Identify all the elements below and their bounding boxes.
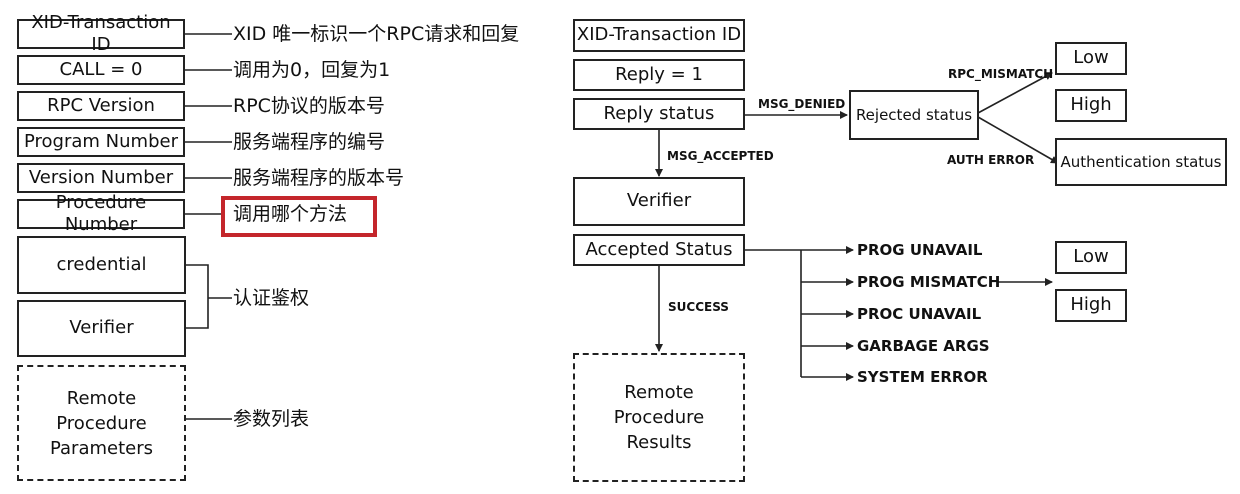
msg-denied-label: MSG_DENIED [758,97,846,111]
field-procedure-number: Procedure Number [17,192,185,235]
status-proc-unavail: PROC UNAVAIL [857,305,982,323]
field-procedure-number-label: Procedure Number [55,191,147,236]
field-version-number-label: Version Number [28,166,174,188]
auth-error-label: AUTH ERROR [947,153,1035,167]
status-garbage-args: GARBAGE ARGS [857,337,990,355]
field-call-label: CALL = 0 [59,58,143,80]
verifier-box: Verifier [573,177,745,226]
rejected-high-label: High [1070,94,1112,116]
results-box: Remote Procedure Results [573,353,745,482]
mismatch-high-label: High [1070,294,1112,316]
mismatch-low-label: Low [1073,246,1109,268]
reply-xid-label: XID-Transaction ID [576,24,742,46]
accepted-status: Accepted Status [573,234,745,266]
status-prog-mismatch: PROG MISMATCH [857,273,1001,291]
success-label: SUCCESS [668,300,729,314]
rejected-low: Low [1055,42,1127,75]
field-program-number: Program Number [17,127,185,157]
rejected-status: Rejected status [849,90,979,140]
reply-status: Reply status [573,98,745,130]
field-procedure-number-desc: 调用哪个方法 [233,203,348,225]
reply-type: Reply = 1 [573,59,745,91]
auth-verifier-label: Verifier [69,317,134,339]
field-rpc-version-label: RPC Version [47,94,155,116]
rejected-high: High [1055,89,1127,122]
field-call: CALL = 0 [17,55,185,85]
rejected-low-label: Low [1073,47,1109,69]
results-label: Remote Procedure Results [613,382,705,453]
field-call-desc: 调用为0，回复为1 [233,59,391,81]
field-xid-label: XID-Transaction ID [31,11,171,56]
field-rpc-version: RPC Version [17,91,185,121]
auth-credential: credential [17,236,186,294]
field-rpc-version-desc: RPC协议的版本号 [233,95,385,117]
reply-xid: XID-Transaction ID [573,19,745,52]
reply-status-label: Reply status [603,102,715,124]
verifier-label: Verifier [626,190,692,212]
auth-verifier: Verifier [17,300,186,357]
params-box: Remote Procedure Parameters [17,365,186,481]
mismatch-low: Low [1055,241,1127,274]
params-desc: 参数列表 [233,408,310,430]
status-system-error: SYSTEM ERROR [857,368,988,386]
rpc-mismatch-label: RPC_MISMATCH [948,67,1054,81]
highlight-box [221,196,377,237]
field-version-number-desc: 服务端程序的版本号 [233,167,405,189]
field-program-number-desc: 服务端程序的编号 [233,131,386,153]
mismatch-high: High [1055,289,1127,322]
authentication-status-label: Authentication status [1060,152,1222,171]
field-xid: XID-Transaction ID [17,12,185,55]
accepted-status-label: Accepted Status [585,238,733,260]
params-label: Remote Procedure Parameters [49,387,154,459]
msg-accepted-label: MSG_ACCEPTED [667,149,774,163]
auth-credential-label: credential [56,253,147,275]
auth-desc: 认证鉴权 [233,287,310,309]
reply-type-label: Reply = 1 [615,63,703,85]
authentication-status: Authentication status [1055,138,1227,186]
field-xid-desc: XID 唯一标识一个RPC请求和回复 [233,23,520,45]
field-version-number: Version Number [17,163,185,193]
field-program-number-label: Program Number [24,130,178,152]
rejected-status-label: Rejected status [855,105,973,124]
status-prog-unavail: PROG UNAVAIL [857,241,983,259]
